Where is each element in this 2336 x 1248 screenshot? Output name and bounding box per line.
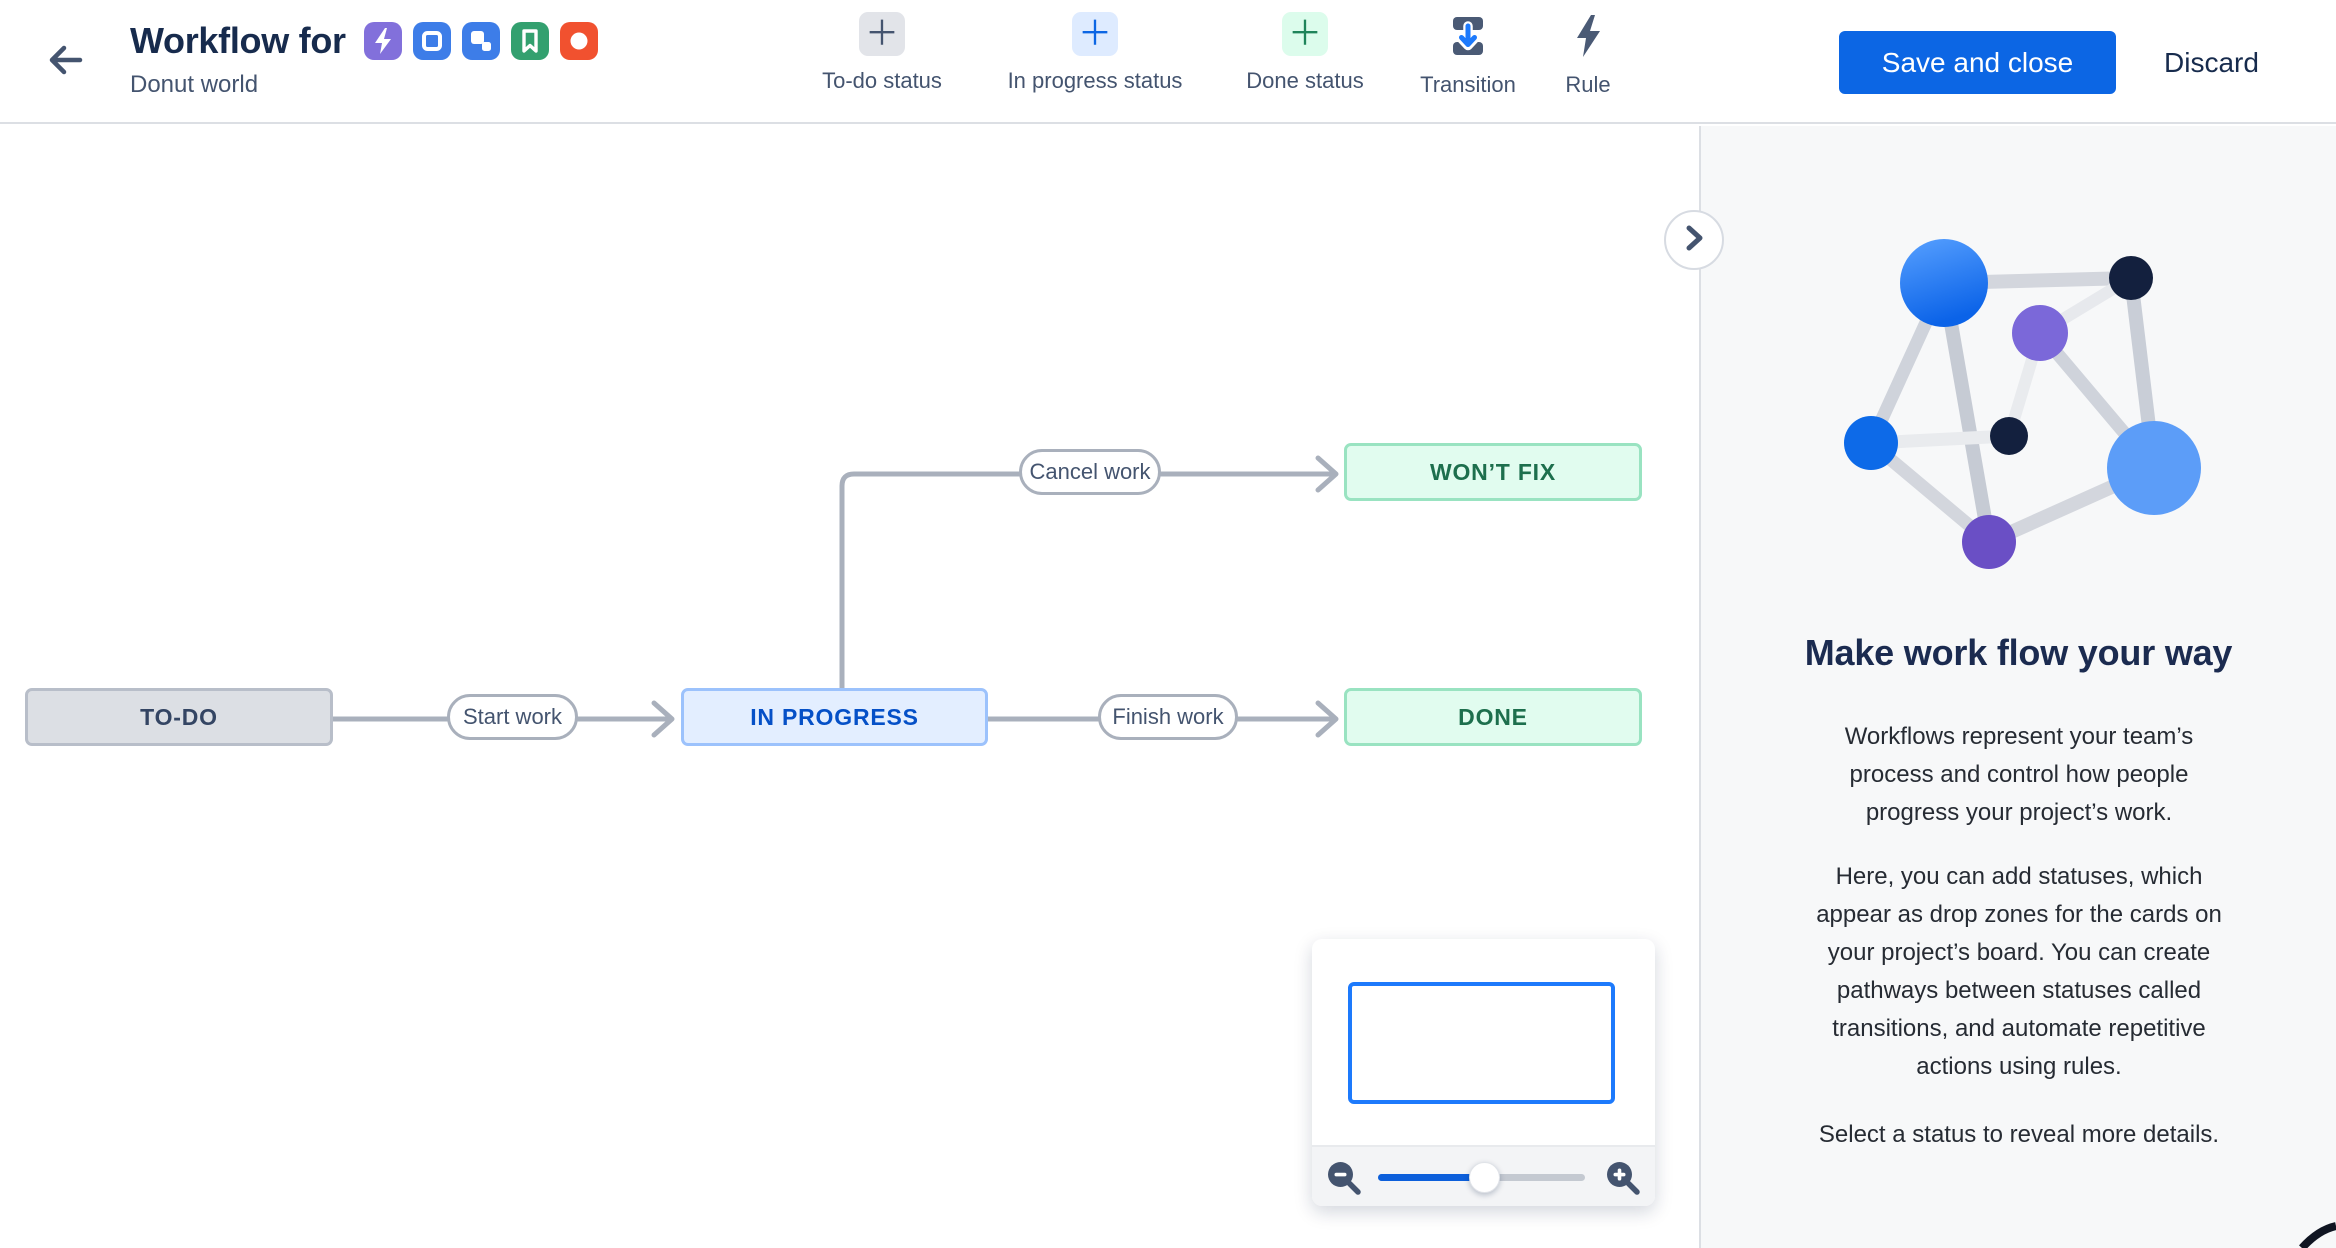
zoom-in-button[interactable] [1604, 1159, 1642, 1197]
node-navy-top [2109, 256, 2153, 300]
plus-icon: ＋ [859, 12, 905, 56]
task-icon [412, 22, 451, 60]
subtask-icon [461, 22, 500, 60]
node-purple-center [2012, 305, 2068, 361]
header: Workflow for [0, 0, 2336, 124]
panel-paragraph: Here, you can add statuses, which appear… [1816, 863, 2222, 1080]
add-done-status-button[interactable]: ＋ Done status [1195, 12, 1415, 94]
panel-paragraph: Select a status to reveal more details. [1818, 1121, 2220, 1148]
page-title: Workflow for [130, 20, 346, 61]
status-node-in-progress[interactable]: IN PROGRESS [681, 688, 988, 746]
transition-cancel-work[interactable]: Cancel work [1019, 449, 1161, 495]
transition-icon [1444, 12, 1492, 60]
node-purple-bottom [1962, 515, 2016, 569]
status-node-done[interactable]: DONE [1344, 688, 1642, 746]
issue-type-icons [363, 22, 598, 60]
transition-connectors [330, 455, 1339, 738]
zoom-slider[interactable] [1378, 1162, 1585, 1193]
network-graph-illustration [1844, 239, 2201, 569]
tool-label: Done status [1246, 68, 1364, 93]
help-panel: Make work flow your way Workflows repres… [1699, 126, 2336, 1248]
title-block: Workflow for [130, 20, 598, 99]
back-button[interactable] [44, 40, 88, 84]
panel-heading: Make work flow your way [1804, 632, 2233, 673]
tool-label: In progress status [1007, 68, 1183, 93]
plus-icon: ＋ [1072, 12, 1118, 56]
minimap [1312, 939, 1655, 1206]
node-big-blue [1900, 239, 1988, 327]
tool-label: Transition [1420, 72, 1516, 97]
tool-label: Rule [1565, 72, 1611, 97]
zoom-controls [1312, 1145, 1655, 1206]
minimap-viewport[interactable] [1348, 982, 1615, 1104]
bug-icon [559, 22, 598, 60]
zoom-slider-fill [1378, 1174, 1484, 1181]
tool-label: To-do status [822, 68, 942, 93]
zoom-out-button[interactable] [1325, 1159, 1363, 1197]
node-blue-left [1844, 416, 1898, 470]
save-and-close-button[interactable]: Save and close [1839, 31, 2116, 94]
add-todo-status-button[interactable]: ＋ To-do status [772, 12, 992, 94]
back-arrow-icon [46, 40, 86, 85]
collapse-panel-button[interactable] [1664, 210, 1724, 270]
transition-start-work[interactable]: Start work [447, 694, 578, 740]
chevron-right-icon [1676, 220, 1712, 261]
transition-finish-work[interactable]: Finish work [1098, 694, 1238, 740]
epic-icon [363, 22, 402, 60]
discard-button[interactable]: Discard [2140, 31, 2283, 94]
corner-doodle [2299, 1222, 2336, 1248]
zoom-slider-thumb[interactable] [1469, 1162, 1500, 1193]
status-node-todo[interactable]: TO-DO [25, 688, 333, 746]
status-node-wont-fix[interactable]: WON’T FIX [1344, 443, 1642, 501]
story-icon [510, 22, 549, 60]
project-name: Donut world [130, 71, 259, 98]
node-light-blue-right [2107, 421, 2201, 515]
add-rule-button[interactable]: Rule [1478, 12, 1698, 98]
panel-paragraph: Workflows represent your team’s process … [1844, 723, 2194, 826]
lightning-icon [1564, 12, 1612, 60]
add-transition-button[interactable]: Transition [1358, 12, 1578, 98]
plus-icon: ＋ [1282, 12, 1328, 56]
node-navy-center [1990, 417, 2028, 455]
workflow-canvas[interactable]: TO-DO IN PROGRESS WON’T FIX DONE Start w… [0, 126, 1697, 1248]
add-inprogress-status-button[interactable]: ＋ In progress status [985, 12, 1205, 94]
